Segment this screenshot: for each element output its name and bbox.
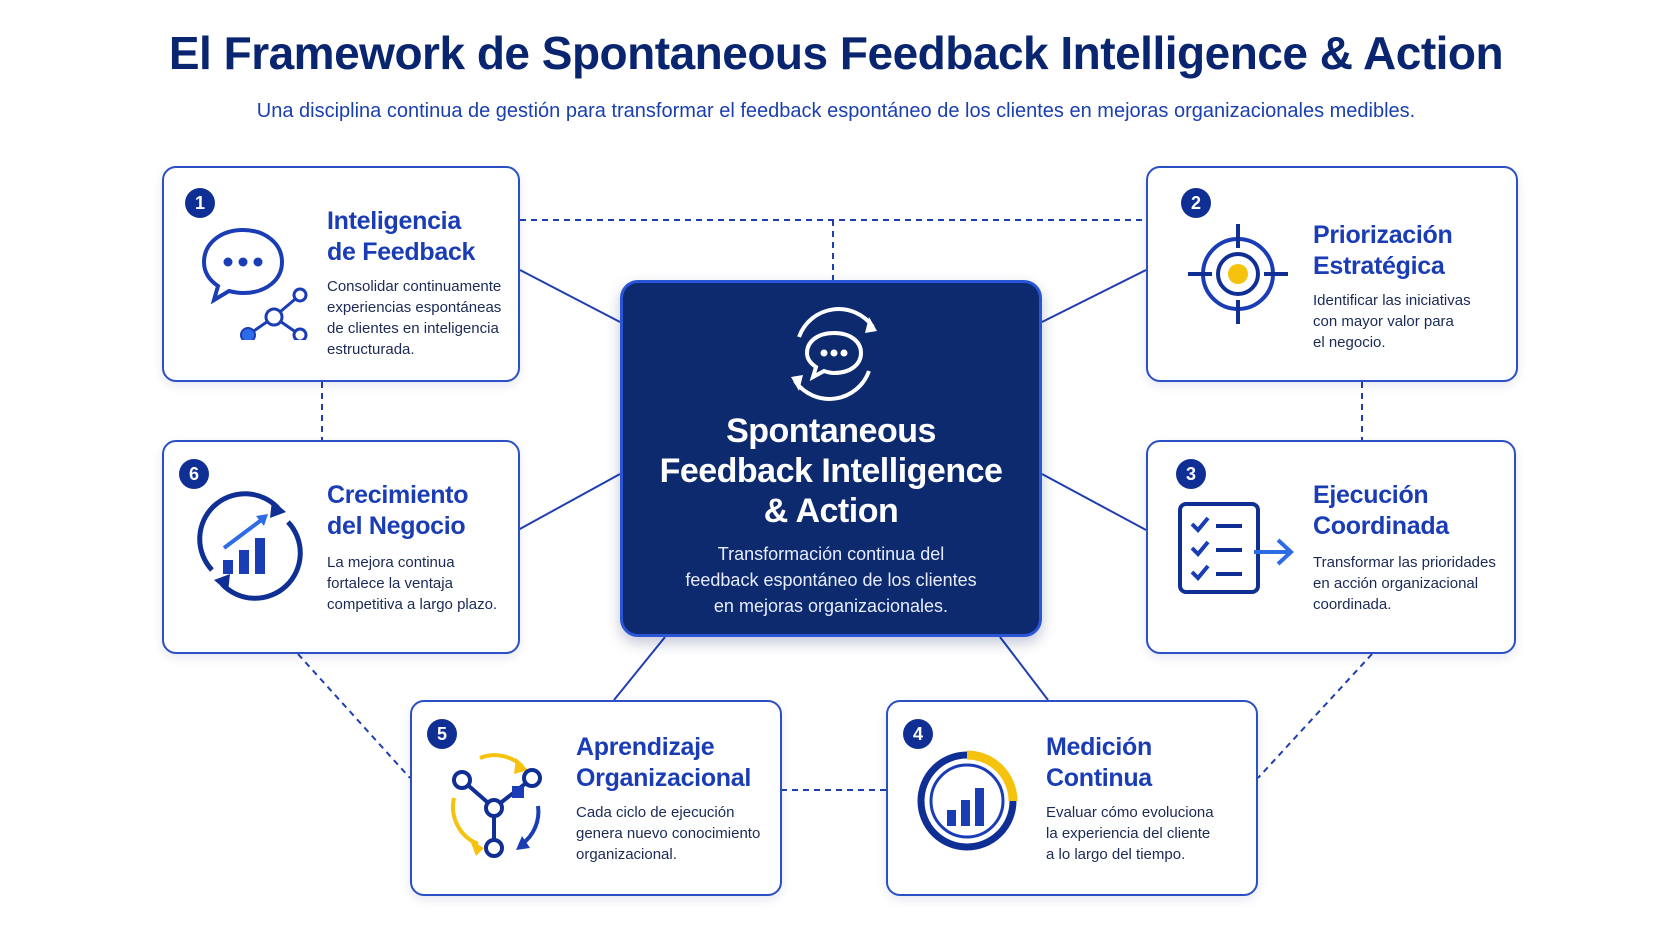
target-icon <box>1188 224 1288 324</box>
gauge-chart-icon <box>917 750 1018 851</box>
learning-cycle-icon <box>451 753 542 858</box>
center-hub: Spontaneous Feedback Intelligence & Acti… <box>620 280 1042 637</box>
chat-cycle-icon <box>791 307 877 401</box>
dashed-card6-card5 <box>297 653 411 779</box>
step-number: 4 <box>903 719 933 749</box>
chat-network-icon <box>201 227 308 340</box>
connector-center-card6 <box>517 473 621 531</box>
page-subtitle: Una disciplina continua de gestión para … <box>256 100 1416 122</box>
step-number: 5 <box>427 719 457 749</box>
checklist-arrow-icon <box>1178 502 1294 594</box>
connector-center-card3 <box>1041 473 1147 531</box>
step-number: 2 <box>1181 188 1211 218</box>
connector-center-card5 <box>613 636 666 701</box>
step-number: 1 <box>185 188 215 218</box>
center-title: Spontaneous Feedback Intelligence & Acti… <box>659 412 1003 530</box>
connector-center-card1 <box>519 269 621 323</box>
step-number: 6 <box>179 459 209 489</box>
growth-chart-icon <box>197 491 303 601</box>
dashed-card3-card4 <box>1257 653 1373 779</box>
connector-center-card4 <box>999 636 1049 701</box>
connector-center-card2 <box>1041 269 1147 323</box>
center-description: Transformación continua del feedback esp… <box>685 544 977 616</box>
step-number: 3 <box>1176 459 1206 489</box>
page-title: El Framework de Spontaneous Feedback Int… <box>168 27 1504 79</box>
